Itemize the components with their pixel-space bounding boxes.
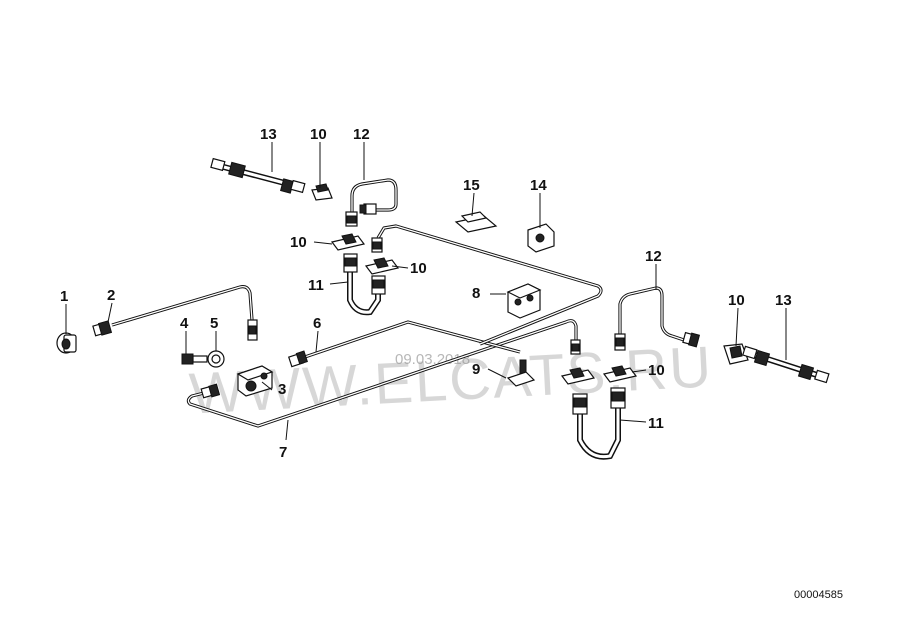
part-13-right-brake-hose — [742, 345, 830, 384]
part-10-upper-left-clip — [330, 233, 366, 251]
callout-15: 15 — [463, 177, 480, 194]
part-3-distributor — [236, 365, 274, 397]
callout-13-left: 13 — [260, 126, 277, 143]
part-10-lower-clip — [602, 365, 638, 383]
part-12-top-bent-pipe — [345, 178, 398, 227]
part-13-left-brake-hose — [210, 157, 306, 194]
part-4-bolt — [181, 353, 208, 365]
part-9-screw — [506, 359, 536, 387]
callout-13-right: 13 — [775, 292, 792, 309]
part-10-right-clip — [723, 343, 749, 365]
callout-12-top: 12 — [353, 126, 370, 143]
part-14-holder — [527, 223, 555, 253]
callout-3: 3 — [278, 381, 286, 398]
callout-4: 4 — [180, 315, 189, 332]
callout-12-right: 12 — [645, 248, 662, 265]
part-11-lower-brake-hose — [572, 387, 626, 460]
part-15-clip — [454, 211, 498, 233]
part-1-cap-nut — [56, 332, 77, 354]
callout-10-lower: 10 — [648, 362, 665, 379]
watermark-date: 09.03.2018 — [395, 351, 470, 368]
part-7-long-brake-pipe — [186, 319, 581, 428]
callout-5: 5 — [210, 315, 218, 332]
part-8-holder-block — [506, 283, 542, 319]
upper-middle-brake-pipe — [371, 224, 603, 346]
callout-6: 6 — [313, 315, 321, 332]
part-10-upper-right-clip — [364, 257, 400, 275]
callout-9: 9 — [472, 361, 480, 378]
drawing-number: 00004585 — [794, 589, 843, 601]
callout-8: 8 — [472, 285, 480, 302]
callout-2: 2 — [107, 287, 115, 304]
callout-labels: 1 2 4 5 3 6 7 8 9 13 10 12 10 10 11 15 1… — [60, 126, 792, 461]
callout-10-top: 10 — [310, 126, 327, 143]
callout-14: 14 — [530, 177, 547, 194]
callout-7: 7 — [279, 444, 287, 461]
part-12-right-bent-pipe — [614, 286, 701, 351]
callout-1: 1 — [60, 288, 68, 305]
part-10-lower-left-clip — [560, 367, 596, 385]
callout-10-upper-left: 10 — [290, 234, 307, 251]
callout-10-upper-right: 10 — [410, 260, 427, 277]
part-5-washer — [207, 350, 225, 368]
callout-11-lower: 11 — [648, 415, 664, 432]
callout-11-upper: 11 — [308, 277, 324, 294]
callout-10-right: 10 — [728, 292, 745, 309]
part-2-brake-pipe — [92, 285, 258, 341]
part-11-upper-brake-hose — [343, 253, 386, 316]
leader-lines — [65, 142, 787, 441]
part-10-top-clip — [311, 183, 333, 201]
